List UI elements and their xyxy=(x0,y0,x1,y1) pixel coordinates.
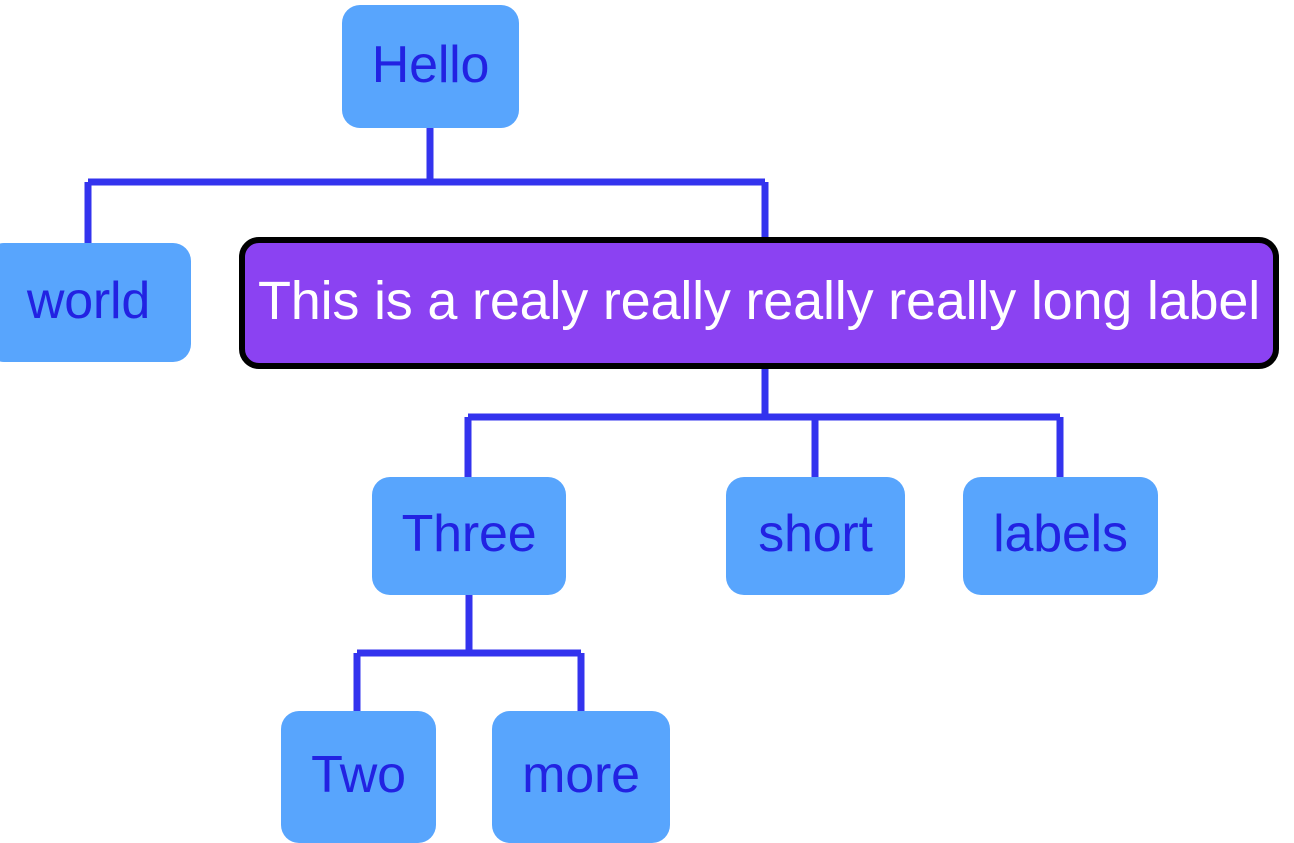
tree-node-two[interactable]: Two xyxy=(281,711,436,843)
tree-node-label: Hello xyxy=(371,35,490,94)
tree-node-hello[interactable]: Hello xyxy=(342,5,519,128)
tree-node-label: world xyxy=(26,271,151,330)
tree-node-short[interactable]: short xyxy=(726,477,905,595)
tree-node-label: short xyxy=(758,505,873,563)
tree-node-long[interactable]: This is a realy really really really lon… xyxy=(239,237,1279,369)
tree-node-label: Three xyxy=(401,505,537,563)
tree-node-more[interactable]: more xyxy=(492,711,670,843)
tree-node-label: This is a realy really really really lon… xyxy=(257,271,1261,331)
edge-group xyxy=(84,128,1064,711)
tree-node-three[interactable]: Three xyxy=(372,477,566,595)
tree-node-label: more xyxy=(522,746,640,804)
tree-node-world[interactable]: world xyxy=(0,243,191,362)
tree-node-labels[interactable]: labels xyxy=(963,477,1158,595)
tree-node-label: Two xyxy=(311,746,406,804)
tree-node-label: labels xyxy=(993,505,1128,563)
